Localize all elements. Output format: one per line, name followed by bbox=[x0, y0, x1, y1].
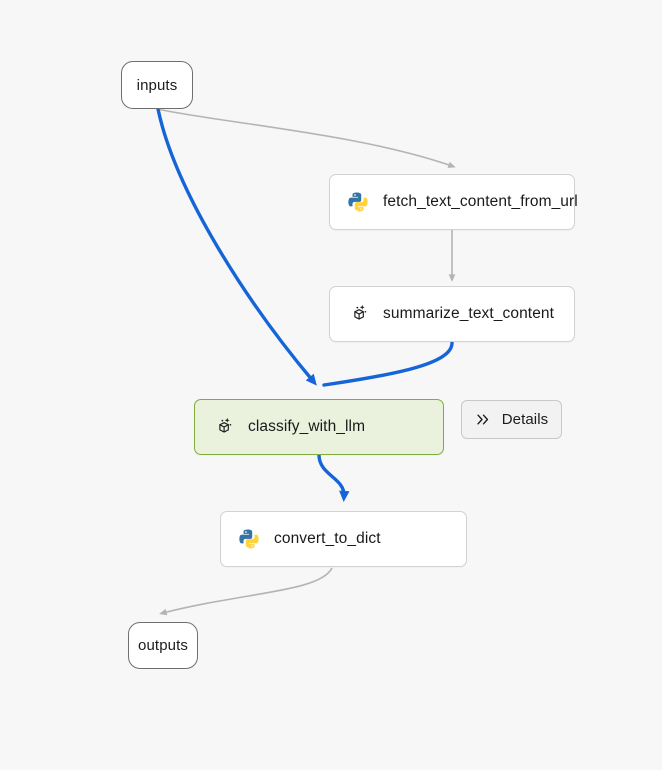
python-icon bbox=[347, 191, 369, 213]
edge-convert-to-dict-to-outputs bbox=[159, 567, 333, 616]
node-summarize-text-content[interactable]: summarize_text_content bbox=[329, 286, 575, 342]
terminal-label-outputs: outputs bbox=[138, 637, 188, 654]
terminal-node-outputs[interactable]: outputs bbox=[128, 622, 198, 669]
node-label-classify-with-llm: classify_with_llm bbox=[248, 418, 366, 435]
terminal-node-inputs[interactable]: inputs bbox=[121, 61, 193, 109]
llm-cube-sparkle-icon bbox=[347, 303, 369, 325]
details-button-label: Details bbox=[501, 411, 549, 428]
node-label-convert-to-dict: convert_to_dict bbox=[274, 530, 381, 547]
python-icon bbox=[238, 528, 260, 550]
terminal-label-inputs: inputs bbox=[136, 76, 178, 94]
node-label-fetch-text-content-from-url: fetch_text_content_from_url bbox=[383, 193, 578, 210]
node-convert-to-dict[interactable]: convert_to_dict bbox=[220, 511, 467, 567]
edge-inputs-to-fetch-text-content-from-url bbox=[156, 108, 456, 168]
node-fetch-text-content-from-url[interactable]: fetch_text_content_from_url bbox=[329, 174, 578, 230]
edge-summarize-text-content-to-classify-with-llm bbox=[322, 341, 454, 387]
double-chevron-right-icon bbox=[475, 412, 492, 427]
edge-inputs-to-classify-with-llm bbox=[156, 107, 317, 386]
details-button[interactable]: Details bbox=[461, 400, 562, 439]
edge-classify-with-llm-to-convert-to-dict bbox=[317, 453, 350, 502]
node-classify-with-llm[interactable]: classify_with_llm bbox=[194, 399, 444, 455]
llm-cube-sparkle-icon bbox=[212, 416, 234, 438]
node-label-summarize-text-content: summarize_text_content bbox=[383, 305, 555, 322]
